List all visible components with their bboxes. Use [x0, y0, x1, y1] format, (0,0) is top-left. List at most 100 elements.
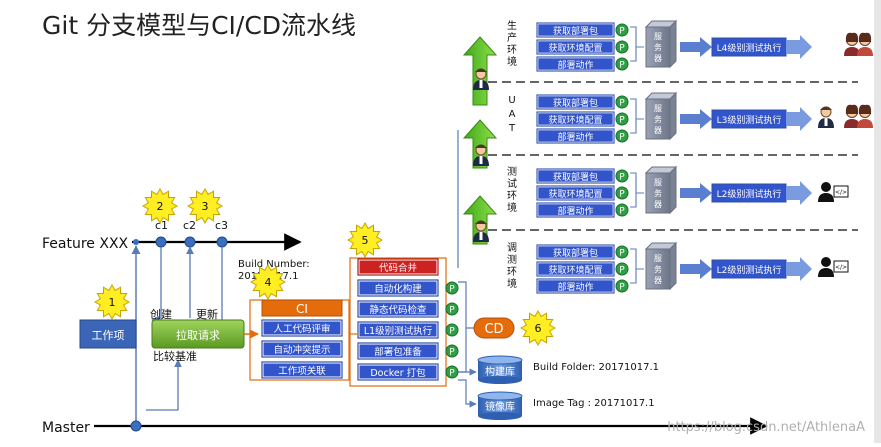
env-1-users-icon	[844, 32, 873, 56]
env-2-test-box[interactable]: L3级别测试执行	[711, 109, 787, 129]
svg-text:务: 务	[654, 114, 662, 124]
env-2-step-1[interactable]: 获取部署包	[536, 94, 615, 110]
update-label: 更新	[196, 307, 218, 321]
build-number-label: Build Number:	[238, 259, 310, 270]
commit-c1: c1	[155, 219, 168, 248]
env-3-server-icon: 服务器	[644, 165, 678, 215]
env-step-label: 部署动作	[557, 59, 593, 71]
env-name-char: 调	[507, 242, 517, 254]
env-1-test-box[interactable]: L4级别测试执行	[711, 37, 787, 57]
ci-button[interactable]	[261, 299, 343, 317]
pipeline-step-3[interactable]: 静态代码检查	[357, 300, 439, 318]
step-badge-2: 2	[141, 187, 179, 225]
env-1-bracket	[630, 26, 644, 62]
env-name-char: 境	[507, 55, 517, 68]
svg-text:P: P	[619, 61, 625, 71]
svg-text:P: P	[619, 173, 625, 183]
env-3-step-3[interactable]: 部署动作	[536, 202, 615, 218]
env-step-label: 获取部署包	[553, 97, 598, 109]
env-4-test-box[interactable]: L2级别测试执行	[711, 259, 787, 279]
step-badge-5: 5	[346, 221, 384, 259]
master-branch-label: Master	[42, 420, 90, 436]
env-2-status-icon-3: P	[615, 129, 629, 143]
svg-text:P: P	[619, 116, 625, 126]
env-3-status-icon-3: P	[615, 203, 629, 217]
ci-step-1[interactable]: 人工代码评审	[261, 319, 343, 337]
env-3-step-1[interactable]: 获取部署包	[536, 168, 615, 184]
env-step-label: 获取部署包	[553, 171, 598, 183]
promotion-arrow-2	[462, 119, 498, 169]
pipeline-step-6[interactable]: Docker 打包	[357, 363, 439, 381]
env-2-step-2[interactable]: 获取环境配置	[536, 111, 615, 127]
env-name-char: T	[508, 123, 516, 134]
env-3-flow-arrow	[680, 183, 712, 203]
env-2-tester-icon	[818, 106, 834, 128]
work-item-label: 工作项	[92, 329, 125, 342]
env-1-status-icon-1: P	[615, 23, 629, 37]
master-commit-dot	[130, 420, 142, 432]
svg-text:c3: c3	[215, 219, 228, 232]
env-4-step-1[interactable]: 获取部署包	[536, 244, 615, 260]
step-badge-3: 3	[186, 187, 224, 225]
env-4-step-2[interactable]: 获取环境配置	[536, 261, 615, 277]
env-1-status-icon-3: P	[615, 57, 629, 71]
svg-text:3: 3	[202, 200, 209, 213]
env-1-step-3[interactable]: 部署动作	[536, 56, 615, 72]
env-2-server-icon: 服务器	[644, 91, 678, 141]
ci-step-label: 工作项关联	[278, 365, 326, 377]
svg-text:P: P	[619, 44, 625, 54]
svg-text:P: P	[449, 285, 455, 295]
pipeline-step-5[interactable]: 部署包准备	[357, 342, 439, 360]
env-name-char: 产	[507, 31, 517, 44]
build-repo-cylinder: 构建库	[477, 355, 523, 384]
env-1-step-1[interactable]: 获取部署包	[536, 22, 615, 38]
env-3-status-icon-1: P	[615, 169, 629, 183]
env-step-label: 获取环境配置	[548, 188, 602, 200]
env-3-test-box[interactable]: L2级别测试执行	[711, 183, 787, 203]
svg-text:服: 服	[654, 104, 662, 113]
pipeline-step-1[interactable]: 代码合并	[357, 258, 439, 276]
svg-text:服: 服	[654, 254, 662, 263]
promotion-arrow-3	[462, 195, 498, 245]
env-name-char: U	[508, 95, 515, 106]
pipeline-step-2[interactable]: 自动化构建	[357, 279, 439, 297]
env-4-bracket	[630, 248, 644, 284]
pipeline-status-icon-2: P	[445, 281, 459, 295]
pipeline-to-cd-bracket	[458, 281, 474, 373]
svg-text:P: P	[619, 133, 625, 143]
env-1-step-2[interactable]: 获取环境配置	[536, 39, 615, 55]
svg-text:器: 器	[654, 200, 662, 209]
svg-text:2: 2	[157, 200, 164, 213]
ci-step-label: 人工代码评审	[273, 323, 330, 335]
env-test-label: L4级别测试执行	[717, 42, 782, 54]
pipeline-step-label: Docker 打包	[370, 367, 426, 379]
env-1-flow-arrow	[680, 37, 712, 57]
env-2-bracket	[630, 98, 644, 134]
ci-step-2[interactable]: 自动冲突提示	[261, 340, 343, 358]
pipeline-status-icon-4: P	[445, 323, 459, 337]
window-scrollbar[interactable]	[874, 0, 881, 443]
compare-label: 比较基准	[153, 349, 197, 363]
image-repo-label: 镜像库	[485, 400, 515, 413]
env-step-label: 获取部署包	[553, 25, 598, 37]
pipeline-step-4[interactable]: L1级别测试执行	[357, 321, 439, 339]
env-3-step-2[interactable]: 获取环境配置	[536, 185, 615, 201]
env-4-step-3[interactable]: 部署动作	[536, 278, 615, 294]
pipeline-step-label: 部署包准备	[374, 346, 422, 358]
ci-step-3[interactable]: 工作项关联	[261, 361, 343, 379]
env-name-char: 测	[507, 253, 517, 266]
env-2-step-3[interactable]: 部署动作	[536, 128, 615, 144]
svg-text:P: P	[619, 249, 625, 259]
cd-button[interactable]	[473, 317, 515, 339]
svg-text:P: P	[619, 27, 625, 37]
production-operator-icon	[473, 68, 489, 90]
svg-text:P: P	[619, 99, 625, 109]
pull-request-label: 拉取请求	[176, 328, 220, 342]
env-test-label: L3级别测试执行	[717, 114, 782, 126]
create-label: 创建	[150, 307, 172, 321]
